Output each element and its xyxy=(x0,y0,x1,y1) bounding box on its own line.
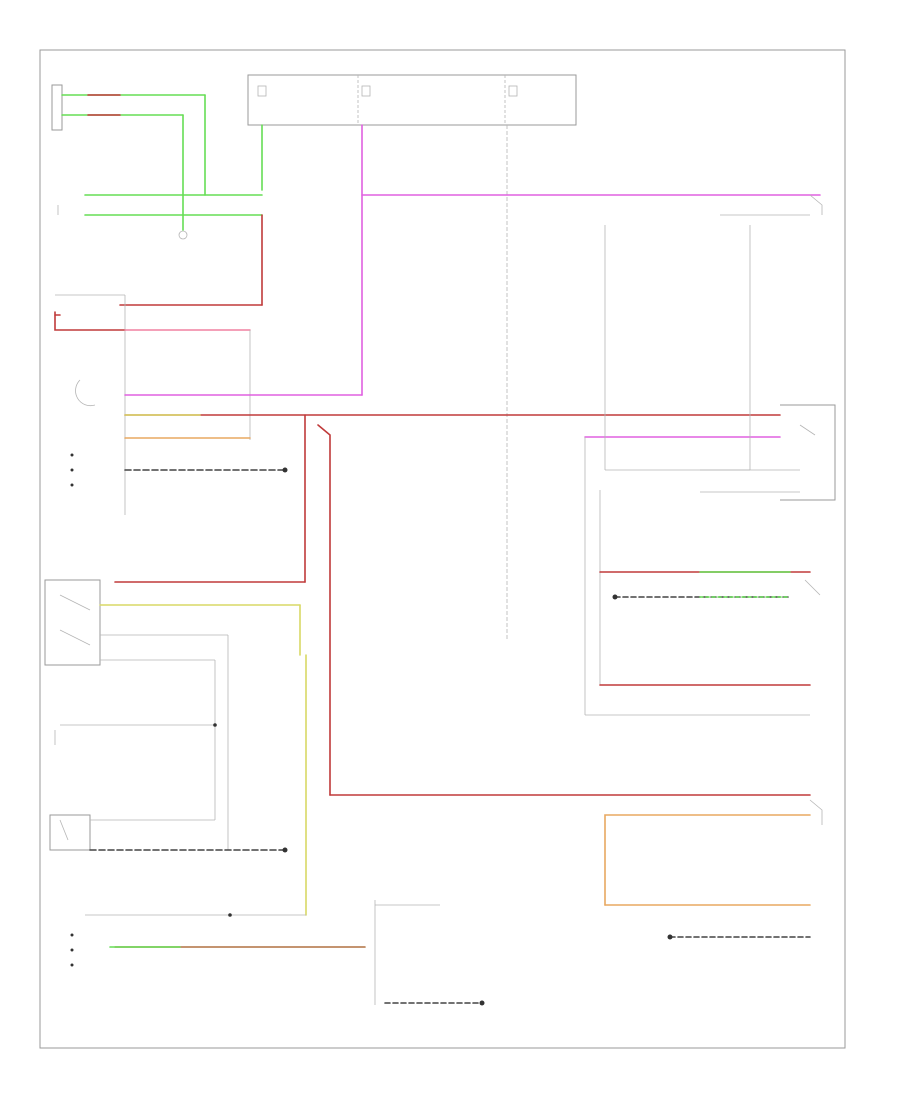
transfer-switch xyxy=(54,294,126,515)
ground-point-3 xyxy=(667,934,673,940)
brake-switch-bottom xyxy=(57,194,263,306)
fuse-block xyxy=(247,74,577,126)
brake-switch-top xyxy=(51,84,206,231)
ground-point-5 xyxy=(479,1000,485,1006)
fuse-1 xyxy=(257,85,267,97)
extended-switch-connector xyxy=(178,230,188,240)
fuse-2 xyxy=(361,85,371,97)
ground-point-1 xyxy=(282,467,288,473)
brake-switch-right xyxy=(809,194,823,215)
fuse-3 xyxy=(508,85,518,97)
wire-red-down-right xyxy=(317,424,331,796)
brake-switch-top-box xyxy=(51,84,63,131)
rotary-switch-icon xyxy=(75,379,96,407)
diagram-frame xyxy=(39,49,846,1049)
fuse-block-box xyxy=(247,74,577,126)
ground-point-2 xyxy=(612,594,618,600)
switch-lower-right xyxy=(604,799,823,940)
relay-right xyxy=(584,404,836,501)
transfer-case-switch-right xyxy=(599,571,821,686)
4wd-switch-left xyxy=(44,579,307,916)
ground-point-4 xyxy=(282,847,288,853)
transfer-case-indicator xyxy=(49,723,288,853)
bottom-left-switch xyxy=(70,913,366,967)
bottom-center-module xyxy=(374,900,485,1006)
